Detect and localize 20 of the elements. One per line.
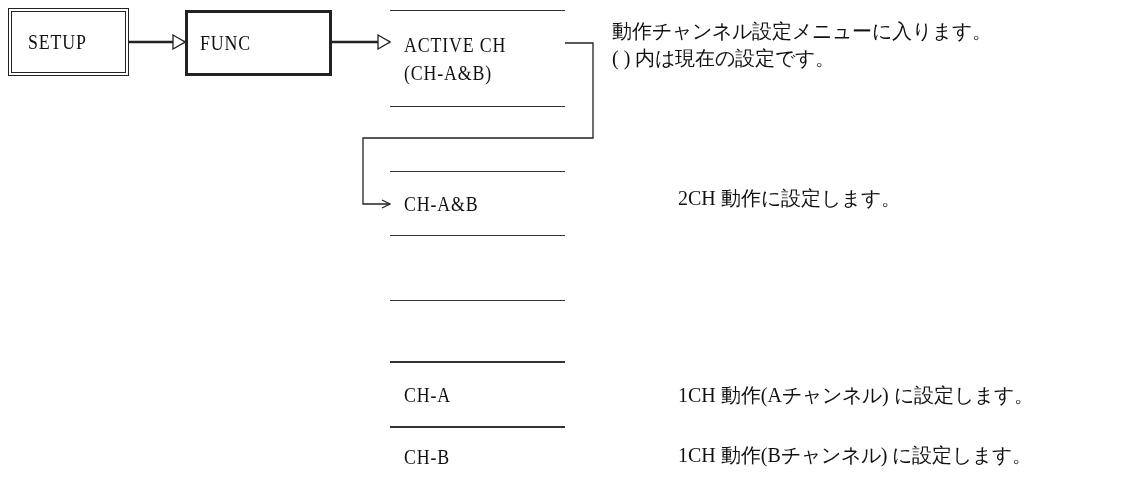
menu-label: CH-A&B xyxy=(404,190,480,218)
description-text: 1CH 動作(Bチャンネル) に設定します。 xyxy=(678,443,1033,467)
menu-item xyxy=(390,362,565,427)
description-text: 動作チャンネル設定メニューに入ります。 xyxy=(612,19,992,43)
arrow xyxy=(129,34,186,50)
menu-item xyxy=(390,171,565,236)
description-text: ( ) 内は現在の設定です。 xyxy=(612,46,836,70)
arrow xyxy=(332,34,391,50)
menu-key-box xyxy=(185,10,332,76)
menu-label: SETUP xyxy=(28,29,88,56)
menu-label: ACTIVE CH (CH-A&B) xyxy=(404,31,508,87)
empty-menu-slot xyxy=(390,300,565,362)
menu-label: FUNC xyxy=(200,30,253,57)
arrow xyxy=(362,42,594,209)
description-text: 2CH 動作に設定します。 xyxy=(678,186,901,210)
menu-label: CH-B xyxy=(404,443,452,471)
menu-item xyxy=(390,10,565,107)
menu-key-box xyxy=(8,8,129,76)
description-text: 1CH 動作(Aチャンネル) に設定します。 xyxy=(678,383,1034,407)
menu-label: CH-A xyxy=(404,381,453,409)
